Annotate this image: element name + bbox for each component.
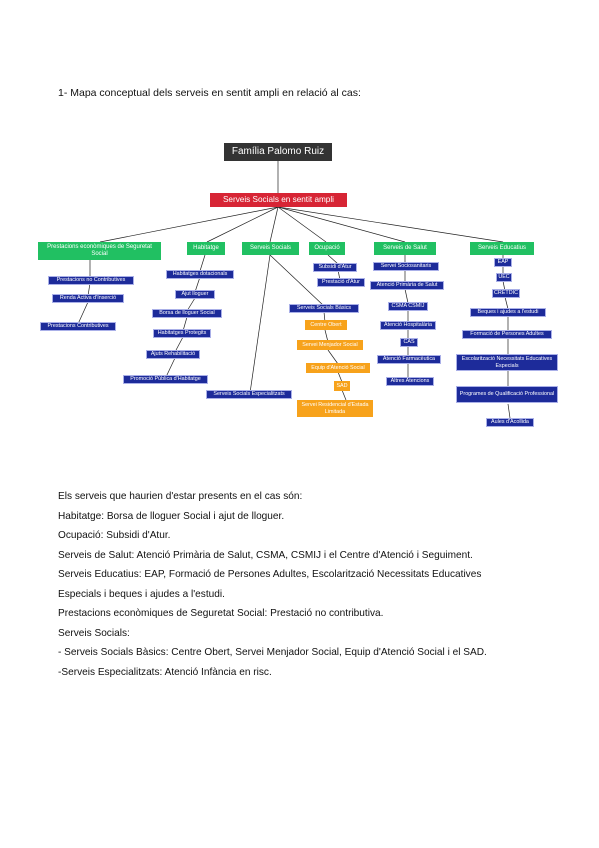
ocupacio-item: Subsidi d'Atur: [313, 263, 357, 272]
serveis-socials-item: Servei Residencial d'Estada Limitada: [297, 400, 373, 417]
educatius-item: Formació de Persones Adultes: [462, 330, 552, 339]
educatius-item: UEC: [496, 273, 512, 282]
salut-item: Atenció Primària de Salut: [370, 281, 444, 290]
category-ocupacio: Ocupació: [309, 242, 345, 255]
root-node-family: Família Palomo Ruiz: [224, 143, 332, 161]
body-text: Els serveis que haurien d'estar presents…: [58, 487, 558, 682]
serveis-socials-item: SAD: [334, 381, 350, 391]
section-heading: 1- Mapa conceptual dels serveis en senti…: [58, 87, 361, 99]
paragraph: Ocupació: Subsidi d'Atur.: [58, 530, 171, 541]
paragraph: Els serveis que haurien d'estar presents…: [58, 491, 303, 502]
serveis-socials-item: Centre Obert: [305, 320, 347, 330]
educatius-item: Aules d'Acollida: [486, 418, 534, 427]
serveis-socials-basics: Serveis Socials Bàsics: [289, 304, 359, 313]
serveis-socials-item: Servei Menjador Social: [297, 340, 363, 350]
educatius-item: EAP: [494, 258, 512, 267]
paragraph: Serveis Socials:: [58, 627, 130, 639]
ocupacio-item: Prestació d'Atur: [317, 278, 365, 287]
serveis-socials-item: Equip d'Atenció Social: [306, 363, 370, 373]
serveis-socials-especialitzats: Serveis Socials Especialitzats: [206, 390, 292, 399]
category-habitatge: Habitatge: [187, 242, 225, 255]
habitatge-item: Ajuts Rehabilitació: [146, 350, 200, 359]
prestacions-item: Renda Activa d'Inserció: [52, 294, 124, 303]
paragraph: Serveis Educatius: EAP, Formació de Pers…: [58, 569, 482, 580]
salut-item: CAS: [400, 338, 418, 347]
salut-item: Atenció Hospitalària: [380, 321, 436, 330]
category-educatius: Serveis Educatius: [470, 242, 534, 255]
paragraph: Serveis de Salut: Atenció Primària de Sa…: [58, 549, 473, 561]
salut-item: Altres Atencions: [386, 377, 434, 386]
paragraph: - Serveis Socials Bàsics: Centre Obert, …: [58, 647, 487, 658]
paragraph: Habitatge: Borsa de lloguer Social i aju…: [58, 510, 285, 522]
habitatge-item: Habitatges dotacionals: [166, 270, 234, 279]
educatius-item: Programes de Qualificació Professional: [456, 386, 558, 403]
educatius-item: Beques i ajudes a l'estudi: [470, 308, 546, 317]
category-salut: Serveis de Salut: [374, 242, 436, 255]
educatius-item: CRETDIC: [492, 289, 520, 298]
habitatge-item: Ajut lloguer: [175, 290, 215, 299]
prestacions-item: Prestacions no Contributives: [48, 276, 134, 285]
category-prestacions: Prestacions econòmiques de Seguretat Soc…: [38, 242, 161, 260]
paragraph: Especials i beques i ajudes a l'estudi.: [58, 588, 225, 600]
habitatge-item: Habitatges Protegits: [153, 329, 211, 338]
paragraph: Prestacions econòmiques de Seguretat Soc…: [58, 608, 384, 619]
educatius-item: Escolarització Necessitats Educatives Es…: [456, 354, 558, 371]
salut-item: Atenció Farmacèutica: [377, 355, 441, 364]
habitatge-item: Borsa de lloguer Social: [152, 309, 222, 318]
habitatge-item: Promoció Pública d'Habitatge: [123, 375, 208, 384]
category-serveis-socials: Serveis Socials: [242, 242, 299, 255]
hub-node-social-services: Serveis Socials en sentit ampli: [210, 193, 347, 207]
paragraph: -Serveis Especialitzats: Atenció Infànci…: [58, 666, 272, 678]
salut-item: Servei Sociosanitaris: [373, 262, 439, 271]
prestacions-item: Prestacions Contributives: [40, 322, 116, 331]
salut-item: CSMA CSMIJ: [388, 302, 428, 311]
